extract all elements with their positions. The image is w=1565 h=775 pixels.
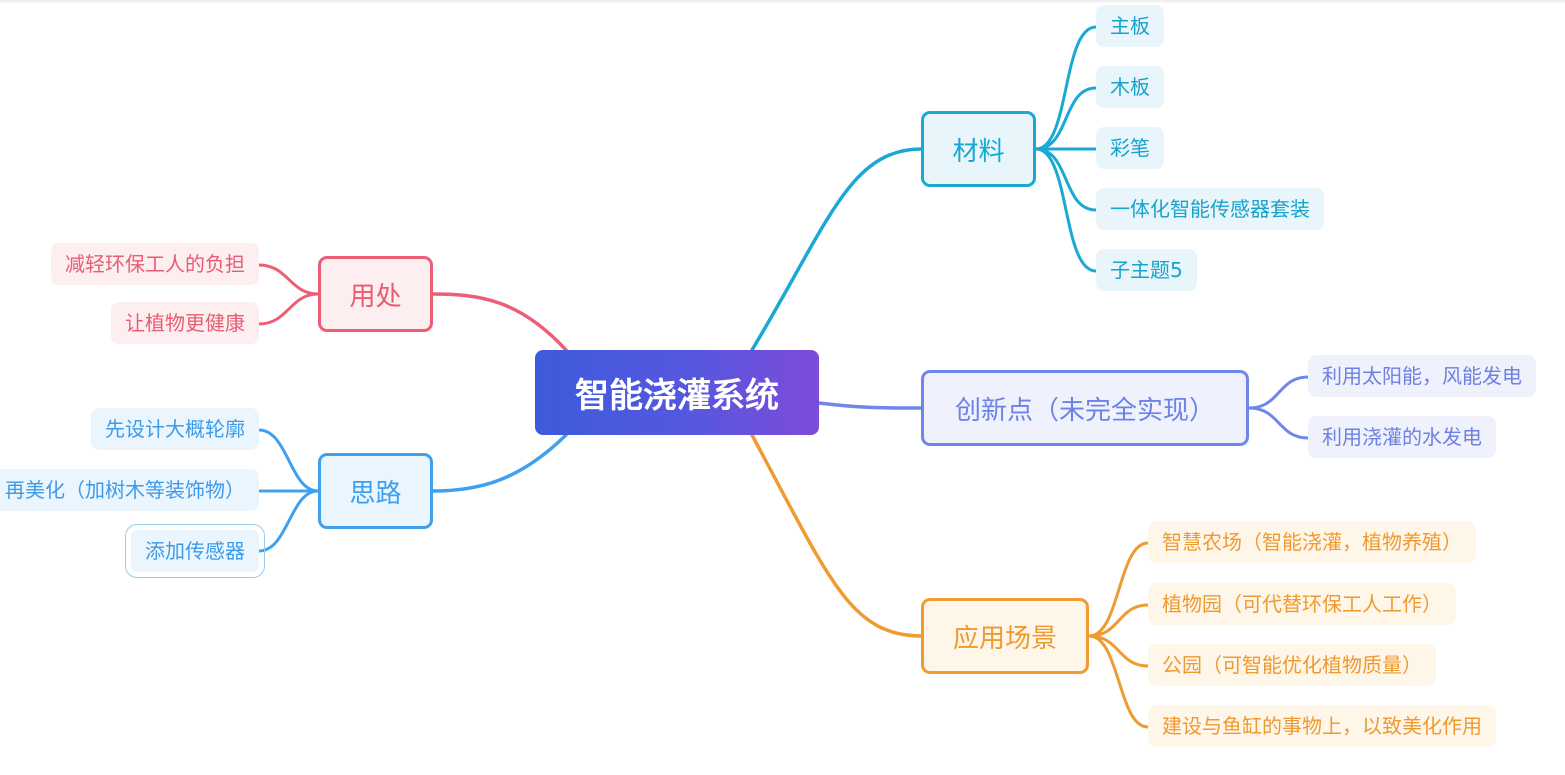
link-root-innovation (817, 401, 924, 410)
link-root-uses (431, 292, 568, 352)
link-root-scenarios (750, 433, 924, 638)
subtopic-ideas-1[interactable]: 先设计大概轮廓 (91, 408, 259, 450)
link-materials-5 (1034, 147, 1098, 273)
central-topic[interactable]: 智能浇灌系统 (535, 350, 819, 435)
link-root-ideas (431, 433, 568, 493)
link-ideas-3 (257, 489, 320, 553)
subtopic-materials-1[interactable]: 主板 (1096, 5, 1164, 47)
topic-scenarios-label: 应用场景 (952, 623, 1057, 654)
link-scenarios-4 (1087, 634, 1150, 729)
link-innovation-1 (1247, 375, 1310, 410)
top-toolbar-shadow (0, 0, 1565, 4)
link-materials-2 (1034, 86, 1098, 151)
subtopic-innovation-2[interactable]: 利用浇灌的水发电 (1308, 416, 1496, 458)
subtopic-scenarios-1[interactable]: 智慧农场（智能浇灌，植物养殖） (1148, 521, 1476, 563)
topic-ideas[interactable]: 思路 (318, 453, 433, 529)
link-materials-4 (1034, 147, 1098, 212)
topic-innovation[interactable]: 创新点（未完全实现） (921, 370, 1249, 446)
topic-uses-label: 用处 (349, 281, 402, 312)
link-innovation-2 (1247, 406, 1310, 440)
subtopic-scenarios-3[interactable]: 公园（可智能优化植物质量） (1148, 644, 1436, 686)
link-scenarios-2 (1087, 603, 1150, 638)
subtopic-materials-3[interactable]: 彩笔 (1096, 127, 1164, 169)
topic-materials-label: 材料 (952, 136, 1005, 167)
link-uses-1 (257, 263, 320, 296)
subtopic-materials-2[interactable]: 木板 (1096, 66, 1164, 108)
subtopic-materials-5[interactable]: 子主题5 (1096, 249, 1197, 291)
subtopic-materials-4[interactable]: 一体化智能传感器套装 (1096, 188, 1324, 230)
link-root-materials (750, 147, 924, 352)
subtopic-uses-2[interactable]: 让植物更健康 (111, 302, 259, 344)
central-topic-label: 智能浇灌系统 (575, 376, 779, 416)
link-materials-1 (1034, 25, 1098, 151)
subtopic-scenarios-2[interactable]: 植物园（可代替环保工人工作） (1148, 583, 1456, 625)
subtopic-uses-1[interactable]: 减轻环保工人的负担 (51, 243, 259, 285)
topic-uses[interactable]: 用处 (318, 256, 433, 332)
subtopic-scenarios-4[interactable]: 建设与鱼缸的事物上，以致美化作用 (1148, 705, 1496, 747)
link-uses-2 (257, 292, 320, 326)
topic-ideas-label: 思路 (349, 478, 402, 509)
subtopic-ideas-3[interactable]: 添加传感器 (125, 524, 265, 578)
topic-materials[interactable]: 材料 (921, 111, 1036, 187)
subtopic-innovation-1[interactable]: 利用太阳能，风能发电 (1308, 355, 1536, 397)
link-scenarios-1 (1087, 541, 1150, 638)
subtopic-ideas-2[interactable]: 再美化（加树木等装饰物） (0, 469, 259, 511)
link-ideas-1 (257, 428, 320, 493)
topic-scenarios[interactable]: 应用场景 (921, 598, 1089, 674)
topic-innovation-label: 创新点（未完全实现） (954, 395, 1215, 426)
